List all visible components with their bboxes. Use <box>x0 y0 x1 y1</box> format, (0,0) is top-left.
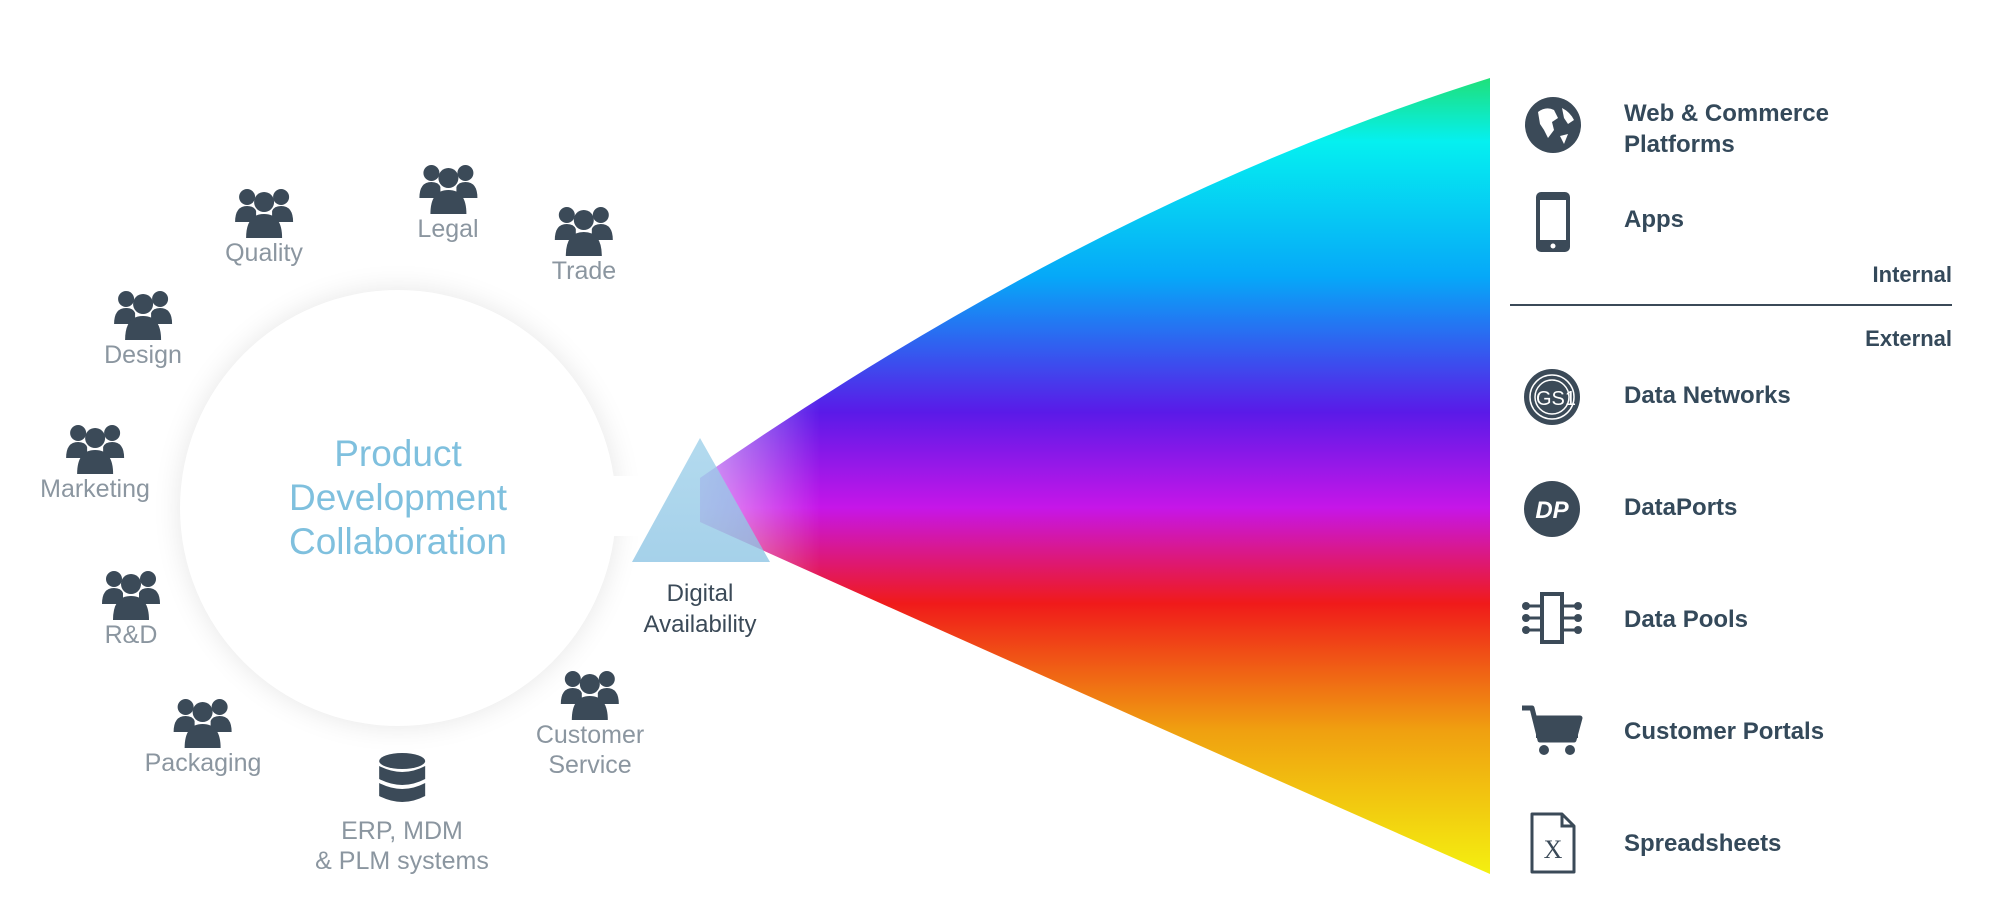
output-label: Spreadsheets <box>1624 830 1782 857</box>
cart-icon <box>1522 705 1583 755</box>
gs1-icon: GS1 <box>1524 369 1580 425</box>
output-label: Data Networks <box>1624 382 1791 409</box>
output-customer-portals: Customer Portals <box>1518 698 2000 768</box>
stakeholder-label: Legal <box>417 215 479 243</box>
gs1-icon-text: GS1 <box>1536 388 1576 410</box>
stakeholder-label: Design <box>104 341 182 369</box>
database-icon <box>379 753 425 802</box>
phone-icon <box>1536 192 1570 252</box>
output-web-commerce: Web & Commerce Platforms <box>1518 90 2000 160</box>
external-section-label: External <box>1865 326 1952 351</box>
stakeholder-label: Customer Service <box>535 721 645 779</box>
output-label: Apps <box>1624 206 1684 233</box>
group-icon <box>174 699 232 748</box>
stakeholder-customer-service: Customer Service <box>536 666 644 780</box>
stakeholder-label: Marketing <box>40 475 150 503</box>
spreadsheet-icon: X <box>1530 812 1576 874</box>
data-pool-icon <box>1522 592 1582 644</box>
stakeholder-quality: Quality <box>225 184 303 268</box>
dataports-icon-text: DP <box>1535 497 1569 524</box>
stakeholder-label: ERP, MDM & PLM systems <box>315 817 489 875</box>
center-circle <box>180 290 616 726</box>
group-icon <box>113 291 172 340</box>
circle-prism-connector <box>608 476 688 536</box>
stakeholder-label: R&D <box>104 621 158 649</box>
output-apps: Apps <box>1518 190 2000 260</box>
spectrum-beam <box>700 78 1490 874</box>
group-icon <box>235 189 293 238</box>
stakeholder-label: Quality <box>225 239 303 267</box>
center-title: Product Development Collaboration <box>288 433 508 562</box>
stakeholder-design: Design <box>104 286 182 370</box>
stakeholder-trade: Trade <box>552 202 616 286</box>
group-icon <box>102 571 160 620</box>
globe-icon <box>1525 97 1581 153</box>
group-icon <box>418 165 477 214</box>
stakeholder-packaging: Packaging <box>144 694 262 778</box>
prism-label: Digital Availability <box>643 580 757 638</box>
group-icon <box>554 207 613 256</box>
internal-section-label: Internal <box>1872 262 1952 287</box>
output-label: DataPorts <box>1624 494 1738 521</box>
output-label: Data Pools <box>1624 606 1749 633</box>
stakeholder-erp-mdm-plm: ERP, MDM & PLM systems <box>315 752 489 876</box>
output-label: Customer Portals <box>1624 718 1825 745</box>
output-data-networks: GS1 Data Networks <box>1518 362 2000 432</box>
output-spreadsheets: X Spreadsheets <box>1518 810 2000 880</box>
stakeholder-legal: Legal <box>417 160 479 244</box>
stakeholder-label: Trade <box>551 257 617 285</box>
stakeholder-label: Packaging <box>144 749 262 777</box>
output-data-pools: Data Pools <box>1518 586 2000 656</box>
group-icon <box>65 425 124 474</box>
group-icon <box>561 671 619 720</box>
internal-external-divider <box>1510 304 1952 306</box>
stakeholder-marketing: Marketing <box>40 420 150 504</box>
stakeholder-rnd: R&D <box>101 566 161 650</box>
spreadsheet-icon-text: X <box>1544 835 1563 864</box>
dataports-icon: DP <box>1524 481 1580 537</box>
output-dataports: DP DataPorts <box>1518 474 2000 544</box>
output-label: Web & Commerce Platforms <box>1624 100 1829 158</box>
